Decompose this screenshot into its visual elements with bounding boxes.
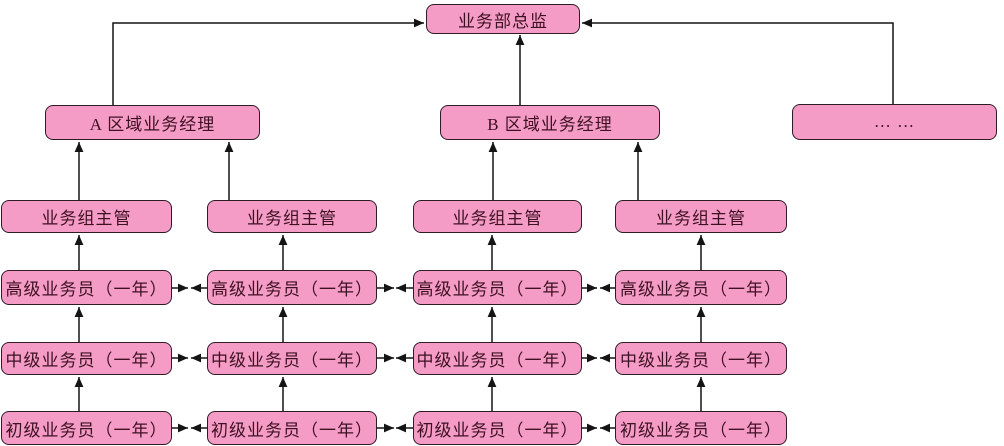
- box-junior-3: 初级业务员（一年）: [413, 411, 582, 445]
- box-senior-2: 高级业务员（一年）: [207, 270, 377, 305]
- box-supervisor-4: 业务组主管: [615, 200, 787, 233]
- box-mid-2: 中级业务员（一年）: [207, 342, 377, 375]
- box-mid-1: 中级业务员（一年）: [1, 342, 172, 375]
- box-junior-2: 初级业务员（一年）: [207, 411, 377, 445]
- box-mid-4: 中级业务员（一年）: [615, 342, 787, 375]
- box-manager-b: B 区域业务经理: [440, 105, 660, 140]
- box-manager-a: A 区域业务经理: [45, 105, 260, 140]
- box-junior-4: 初级业务员（一年）: [615, 411, 787, 445]
- box-supervisor-2: 业务组主管: [207, 200, 377, 233]
- box-senior-3: 高级业务员（一年）: [413, 270, 582, 305]
- box-junior-1: 初级业务员（一年）: [1, 411, 172, 445]
- box-senior-1: 高级业务员（一年）: [1, 270, 172, 305]
- box-supervisor-3: 业务组主管: [413, 200, 582, 233]
- arrow-managerA-to-director: [112, 18, 424, 105]
- box-director: 业务部总监: [426, 4, 580, 34]
- box-mid-3: 中级业务员（一年）: [413, 342, 582, 375]
- box-manager-etc: … …: [792, 104, 997, 140]
- box-senior-4: 高级业务员（一年）: [615, 270, 787, 305]
- box-supervisor-1: 业务组主管: [1, 200, 172, 233]
- arrow-etc-to-director: [582, 18, 894, 104]
